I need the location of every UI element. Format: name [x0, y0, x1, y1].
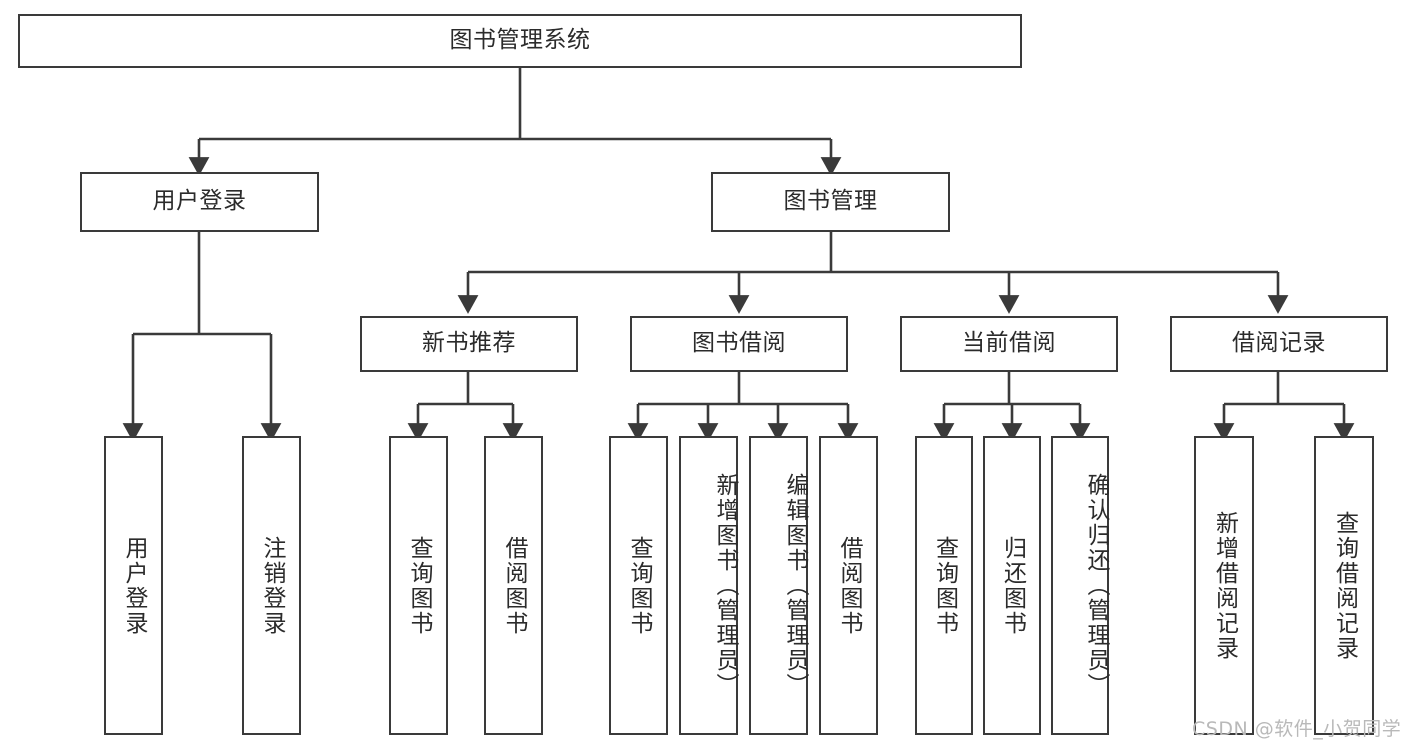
leaf-current-borrow-return-book[interactable]: 归还图书	[983, 436, 1041, 735]
node-label: 借阅图书	[836, 535, 862, 636]
leaf-user-login-login[interactable]: 用户登录	[104, 436, 163, 735]
leaf-book-borrow-edit-book-admin[interactable]: 编辑图书（管理员）	[749, 436, 808, 735]
leaf-book-borrow-query-book[interactable]: 查询图书	[609, 436, 668, 735]
node-current-borrow[interactable]: 当前借阅	[900, 316, 1118, 372]
leaf-user-login-logout[interactable]: 注销登录	[242, 436, 301, 735]
node-label: 图书管理系统	[449, 27, 591, 54]
node-label: 新书推荐	[422, 330, 516, 357]
leaf-book-borrow-borrow-book[interactable]: 借阅图书	[819, 436, 878, 735]
node-label: 用户登录	[152, 188, 247, 215]
node-label: 图书管理	[783, 188, 878, 215]
node-label: 新增图书（管理员）	[712, 473, 738, 698]
node-borrow-record[interactable]: 借阅记录	[1170, 316, 1388, 372]
leaf-current-borrow-query-book[interactable]: 查询图书	[915, 436, 973, 735]
csdn-watermark: CSDN @软件_小贺同学	[1192, 718, 1402, 740]
node-book-management[interactable]: 图书管理	[711, 172, 950, 232]
node-label: 查询借阅记录	[1331, 510, 1358, 661]
node-label: 图书借阅	[692, 330, 786, 357]
leaf-current-borrow-confirm-return-admin[interactable]: 确认归还（管理员）	[1051, 436, 1109, 735]
node-label: 归还图书	[999, 535, 1026, 636]
node-user-login[interactable]: 用户登录	[80, 172, 319, 232]
leaf-borrow-record-add-record[interactable]: 新增借阅记录	[1194, 436, 1254, 735]
leaf-new-book-query-book[interactable]: 查询图书	[389, 436, 448, 735]
node-label: 用户登录	[121, 535, 147, 636]
node-label: 借阅记录	[1232, 330, 1326, 357]
node-label: 查询图书	[406, 535, 432, 636]
node-label: 查询图书	[931, 535, 958, 636]
node-label: 借阅图书	[501, 535, 527, 636]
node-label: 当前借阅	[962, 330, 1056, 357]
node-label: 查询图书	[626, 535, 652, 636]
node-label: 确认归还（管理员）	[1083, 473, 1109, 698]
leaf-new-book-borrow-book[interactable]: 借阅图书	[484, 436, 543, 735]
node-label: 注销登录	[259, 535, 285, 636]
node-label: 编辑图书（管理员）	[782, 473, 808, 698]
leaf-book-borrow-add-book-admin[interactable]: 新增图书（管理员）	[679, 436, 738, 735]
leaf-borrow-record-query-record[interactable]: 查询借阅记录	[1314, 436, 1374, 735]
node-book-borrow[interactable]: 图书借阅	[630, 316, 848, 372]
node-new-book-recommend[interactable]: 新书推荐	[360, 316, 578, 372]
node-root-book-management-system[interactable]: 图书管理系统	[18, 14, 1022, 68]
node-label: 新增借阅记录	[1211, 510, 1238, 661]
